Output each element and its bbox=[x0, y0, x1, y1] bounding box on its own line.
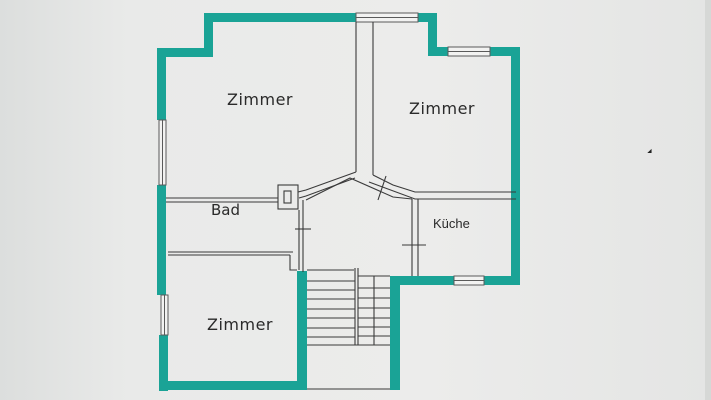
room-label-zimmer-bottom-left: Zimmer bbox=[207, 315, 273, 334]
room-label-zimmer-top-left: Zimmer bbox=[227, 90, 293, 109]
screen-edge bbox=[705, 0, 711, 400]
exterior-walls bbox=[157, 13, 520, 391]
room-label-zimmer-top-right: Zimmer bbox=[409, 99, 475, 118]
room-label-kueche: Küche bbox=[433, 216, 470, 231]
windows bbox=[158, 12, 491, 336]
stair-treads bbox=[307, 280, 390, 338]
room-label-bad: Bad bbox=[211, 201, 241, 219]
